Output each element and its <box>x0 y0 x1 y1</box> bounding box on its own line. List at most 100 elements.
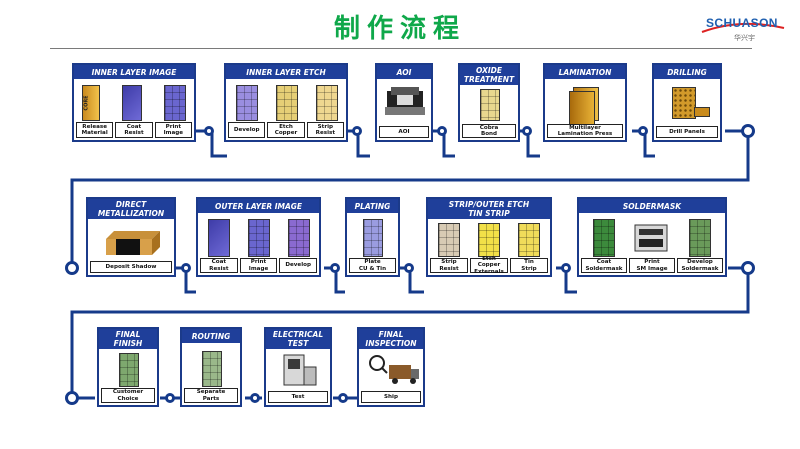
stage-title: SOLDERMASK <box>579 199 725 213</box>
flow-node <box>65 261 79 275</box>
stage-direct-metallization: DIRECT METALLIZATION Deposit Shadow <box>86 197 176 277</box>
develop-panel <box>236 85 258 121</box>
drill-tool <box>694 107 710 117</box>
flow-node <box>404 263 414 273</box>
step-label: Ship <box>361 391 421 403</box>
step-label: Release Material <box>76 122 114 138</box>
stage-title: ELECTRICAL TEST <box>266 329 330 349</box>
step-label: Print Image <box>239 258 278 273</box>
stage-title: INNER LAYER ETCH <box>226 65 346 79</box>
magnifier-truck-icon <box>369 355 419 384</box>
develop-soldermask-panel <box>689 219 711 257</box>
flow-node <box>250 393 260 403</box>
step-label: Print Image <box>154 122 192 138</box>
stage-soldermask: SOLDERMASK Coat Soldermask Print SM Imag… <box>577 197 727 277</box>
flow-node <box>165 393 175 403</box>
stage-outer-layer-image: OUTER LAYER IMAGE Coat Resist Print Imag… <box>196 197 321 277</box>
image-panel <box>164 85 186 121</box>
aoi-machine-icon <box>385 87 425 115</box>
stage-title: AOI <box>377 65 431 79</box>
step-label: Etch Copper Externals <box>470 256 508 275</box>
step-label: Drill Panels <box>656 126 718 138</box>
step-label: Tin Strip <box>510 258 548 273</box>
step-label: Coat Soldermask <box>581 258 627 273</box>
company-logo: SCHUASON 华兴宇 <box>698 14 788 48</box>
etch-copper-panel <box>478 223 500 257</box>
core-panel: CORE <box>82 85 100 121</box>
sm-printer-icon <box>634 224 668 252</box>
stage-aoi: AOI AOI <box>375 63 433 142</box>
stage-electrical-test: ELECTRICAL TEST Test <box>264 327 332 407</box>
step-label: Cobra Bond <box>462 124 516 138</box>
logo-subtitle: 华兴宇 <box>734 34 755 42</box>
stage-drilling: DRILLING Drill Panels <box>652 63 722 142</box>
etch-panel <box>276 85 298 121</box>
routing-panel <box>202 351 222 387</box>
stage-title: FINAL FINISH <box>99 329 157 349</box>
step-label: Separate Parts <box>184 388 238 403</box>
develop-panel <box>288 219 310 257</box>
stage-lamination: LAMINATION Multilayer Lamination Press <box>543 63 627 142</box>
stage-title: OXIDE TREATMENT <box>460 65 518 85</box>
flow-node <box>338 393 348 403</box>
strip-panel <box>316 85 338 121</box>
step-label: AOI <box>379 126 429 138</box>
stage-title: FINAL INSPECTION <box>359 329 423 349</box>
stage-title: OUTER LAYER IMAGE <box>198 199 319 213</box>
stage-title: PLATING <box>347 199 398 213</box>
test-machine-icon <box>283 354 317 386</box>
stage-final-inspection: FINAL INSPECTION Ship <box>357 327 425 407</box>
flow-node <box>330 263 340 273</box>
flow-node <box>181 263 191 273</box>
shadow-deposit-icon <box>106 231 160 255</box>
stage-title: STRIP/OUTER ETCH TIN STRIP <box>428 199 550 219</box>
stage-plating: PLATING Plate CU & Tin <box>345 197 400 277</box>
stage-strip-outer-etch: STRIP/OUTER ETCH TIN STRIP Strip Resist … <box>426 197 552 277</box>
flow-node <box>561 263 571 273</box>
step-label: Strip Resist <box>306 122 344 138</box>
flow-node <box>65 391 79 405</box>
title-divider <box>50 48 752 49</box>
stage-routing: ROUTING Separate Parts <box>180 327 242 407</box>
flow-node <box>352 126 362 136</box>
flow-node <box>437 126 447 136</box>
logo-swoosh-icon <box>701 22 785 33</box>
coat-soldermask-panel <box>593 219 615 257</box>
step-label: Coat Resist <box>200 258 238 273</box>
page-title: 制作流程 <box>333 14 466 44</box>
stage-final-finish: FINAL FINISH Customer Choice <box>97 327 159 407</box>
drill-panel <box>672 87 696 119</box>
coat-resist-panel <box>208 219 230 257</box>
step-label: Customer Choice <box>101 388 155 403</box>
stage-title: ROUTING <box>182 329 240 343</box>
flow-node <box>522 126 532 136</box>
stage-title: DRILLING <box>654 65 720 79</box>
step-label: Etch Copper <box>267 122 305 138</box>
logo-name: SCHUASON <box>706 16 778 30</box>
stage-inner-layer-image: INNER LAYER IMAGE CORE Release Material … <box>72 63 196 142</box>
step-label: Develop <box>279 258 318 273</box>
finish-panel <box>119 353 139 387</box>
stage-title: DIRECT METALLIZATION <box>88 199 174 219</box>
oxide-panel <box>480 89 500 121</box>
stage-oxide-treatment: OXIDE TREATMENT Cobra Bond <box>458 63 520 142</box>
tin-strip-panel <box>518 223 540 257</box>
step-label: Deposit Shadow <box>90 261 172 273</box>
step-label: Plate CU & Tin <box>349 258 396 273</box>
flow-node <box>638 126 648 136</box>
step-label: Strip Resist <box>430 258 468 273</box>
core-label: CORE <box>83 95 90 111</box>
plating-panel <box>363 219 383 257</box>
lamination-stack <box>569 91 595 125</box>
flow-node <box>204 126 214 136</box>
step-label: Test <box>268 391 328 403</box>
flow-node <box>741 124 755 138</box>
step-label: Print SM Image <box>629 258 675 273</box>
print-image-panel <box>248 219 270 257</box>
stage-inner-layer-etch: INNER LAYER ETCH Develop Etch Copper Str… <box>224 63 348 142</box>
step-label: Develop Soldermask <box>677 258 723 273</box>
strip-resist-panel <box>438 223 460 257</box>
resist-panel <box>122 85 142 121</box>
flow-node <box>741 261 755 275</box>
step-label: Multilayer Lamination Press <box>547 124 623 138</box>
